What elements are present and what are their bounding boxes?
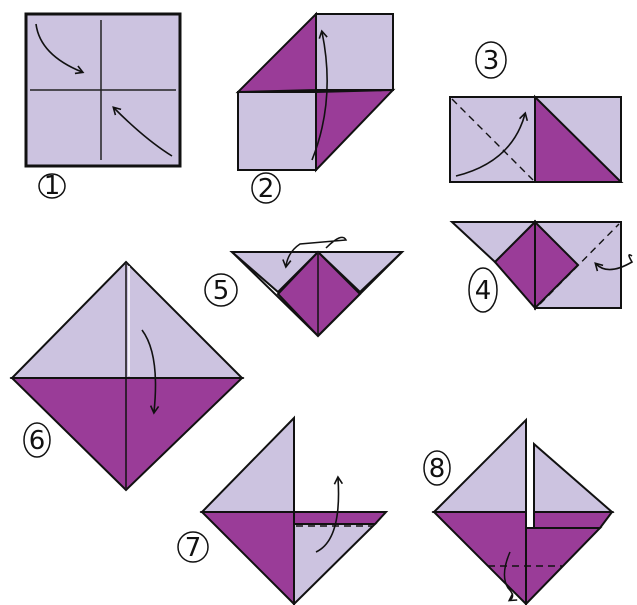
step-2-light-front xyxy=(237,91,317,171)
step-3-number-icon: 3 xyxy=(475,41,507,79)
step-3-number: 3 xyxy=(483,46,500,76)
step-7-dark-left-bottom xyxy=(199,511,295,605)
step-6-light-top-triangle xyxy=(9,260,245,379)
step-4-dashed-fold-line xyxy=(539,223,620,305)
step-8-number-icon: 8 xyxy=(423,450,451,486)
step-2-dark-top xyxy=(235,11,317,94)
step-3-dark-triangle xyxy=(534,94,624,183)
step-8: 8 xyxy=(423,417,615,605)
step-1: 1 xyxy=(24,12,182,201)
step-4-arrow-icon xyxy=(594,254,634,272)
step-8-dark-strip xyxy=(533,511,614,529)
step-7-number-icon: 7 xyxy=(177,531,209,563)
step-8-number: 8 xyxy=(429,454,446,484)
step-4-number: 4 xyxy=(475,276,492,306)
step-5: 5 xyxy=(204,236,405,338)
step-7: 7 xyxy=(177,415,389,605)
step-4-number-icon: 4 xyxy=(468,267,498,313)
step-7-number: 7 xyxy=(185,533,202,563)
step-6-number-icon: 6 xyxy=(23,422,51,458)
step-8-light-flap xyxy=(533,441,615,513)
step-5-outline xyxy=(229,251,405,338)
step-8-dark-left-bottom xyxy=(431,511,527,605)
step-6-number: 6 xyxy=(29,426,46,456)
step-5-number-icon: 5 xyxy=(204,273,238,307)
step-1-arrow-icon xyxy=(112,106,173,157)
step-1-number-icon: 1 xyxy=(38,171,66,201)
step-8-light-left-top xyxy=(431,417,527,513)
step-6-arrow-icon xyxy=(141,329,160,415)
step-7-light-left-top xyxy=(199,415,295,513)
step-1-number: 1 xyxy=(44,171,61,201)
step-7-light-right-bottom xyxy=(293,523,378,605)
step-2-arrow-icon xyxy=(311,29,328,161)
step-5-arrow-icon xyxy=(282,236,348,269)
step-2-number-icon: 2 xyxy=(251,172,281,204)
step-1-arrow-icon xyxy=(35,23,85,75)
step-7-dark-right-strip xyxy=(293,511,389,525)
step-2: 2 xyxy=(235,11,396,204)
step-3-arrow-icon xyxy=(455,111,529,177)
step-8-arrow-icon xyxy=(503,551,518,602)
step-7-arrow-icon xyxy=(315,475,344,553)
step-6: 6 xyxy=(9,260,245,492)
step-4: 4 xyxy=(449,219,634,313)
step-5-number: 5 xyxy=(213,276,230,306)
step-2-number: 2 xyxy=(258,174,275,204)
step-6-dark-bottom-triangle xyxy=(9,377,245,492)
step-3: 3 xyxy=(449,41,624,183)
step-2-dark-bottom xyxy=(315,88,396,173)
